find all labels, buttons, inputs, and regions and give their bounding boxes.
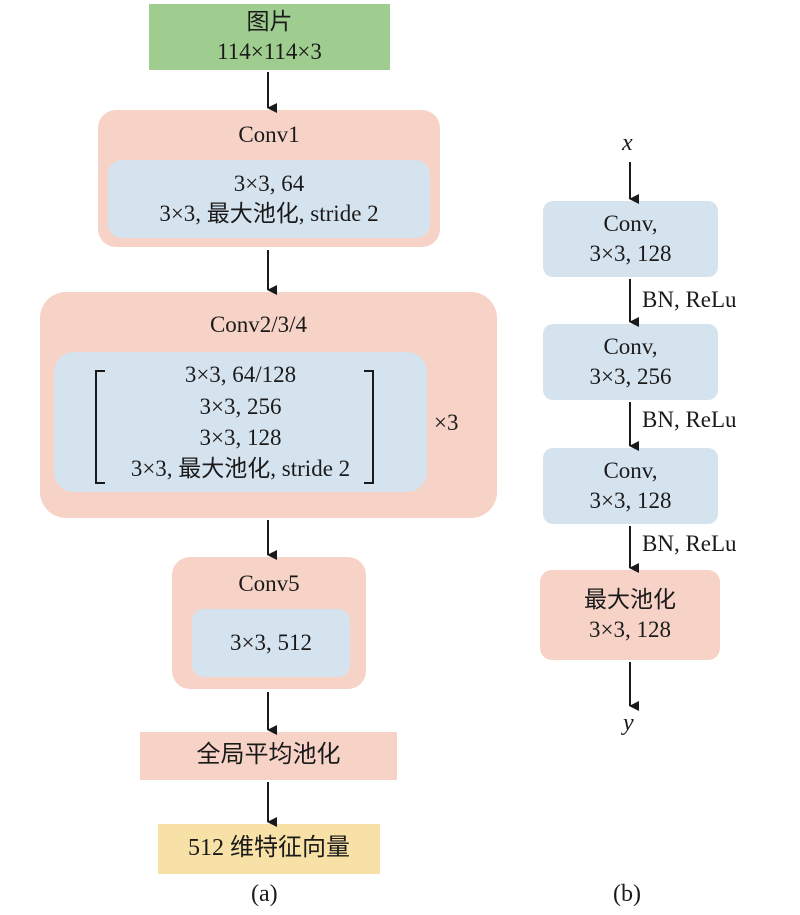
conv-block-2-line-2: 3×3, 256 <box>589 364 672 389</box>
caption-a: (a) <box>251 881 278 907</box>
feature-vector-label: 512 维特征向量 <box>188 835 350 862</box>
conv234-line-2: 3×3, 256 <box>199 393 282 419</box>
conv234-inner: 3×3, 64/128 3×3, 256 3×3, 128 3×3, 最大池化,… <box>54 352 427 492</box>
conv-block-3-line-2: 3×3, 128 <box>589 488 672 513</box>
caption-b: (b) <box>613 881 641 907</box>
conv1-inner: 3×3, 64 3×3, 最大池化, stride 2 <box>108 160 430 238</box>
conv5-inner: 3×3, 512 <box>192 609 350 677</box>
bracket-right <box>364 370 374 484</box>
feature-vector-box: 512 维特征向量 <box>158 824 380 874</box>
max-pool-line-2: 3×3, 128 <box>589 617 671 642</box>
global-avg-pool-box: 全局平均池化 <box>140 732 397 780</box>
conv-block-2-line-1: Conv, <box>603 334 658 360</box>
input-x-label: x <box>622 130 633 156</box>
conv1-title: Conv1 <box>238 122 300 147</box>
activation-label-1: BN, ReLu <box>642 287 737 312</box>
output-y-label: y <box>623 710 634 736</box>
conv5-title: Conv5 <box>238 571 300 596</box>
bracket-left <box>95 370 105 484</box>
repeat-label: ×3 <box>434 410 459 435</box>
conv234-title: Conv2/3/4 <box>209 312 308 337</box>
input-image-box: 图片 114×114×3 <box>149 4 390 70</box>
conv234-line-4: 3×3, 最大池化, stride 2 <box>130 456 351 482</box>
activation-label-2: BN, ReLu <box>642 407 737 432</box>
max-pool-line-1: 最大池化 <box>584 587 676 613</box>
conv234-block: Conv2/3/4 3×3, 64/128 3×3, 256 3×3, 128 … <box>40 292 497 518</box>
activation-label-3: BN, ReLu <box>642 531 737 556</box>
conv234-line-1: 3×3, 64/128 <box>184 362 297 388</box>
conv-block-1-line-1: Conv, <box>603 211 658 237</box>
conv1-line-2: 3×3, 最大池化, stride 2 <box>159 201 379 226</box>
conv5-line-1: 3×3, 512 <box>230 630 312 656</box>
conv1-line-1: 3×3, 64 <box>233 171 305 197</box>
input-image-size: 114×114×3 <box>217 39 322 64</box>
global-avg-pool-label: 全局平均池化 <box>196 742 341 769</box>
conv-block-2: Conv, 3×3, 256 <box>543 324 718 400</box>
max-pool-block: 最大池化 3×3, 128 <box>540 570 720 660</box>
conv1-block: Conv1 3×3, 64 3×3, 最大池化, stride 2 <box>98 110 440 247</box>
conv-block-1: Conv, 3×3, 128 <box>543 201 718 277</box>
conv234-line-3: 3×3, 128 <box>199 425 282 450</box>
conv5-block: Conv5 3×3, 512 <box>172 557 366 689</box>
conv-block-3-line-1: Conv, <box>603 458 658 484</box>
input-image-title: 图片 <box>246 9 293 35</box>
conv-block-1-line-2: 3×3, 128 <box>589 241 672 266</box>
conv-block-3: Conv, 3×3, 128 <box>543 448 718 524</box>
